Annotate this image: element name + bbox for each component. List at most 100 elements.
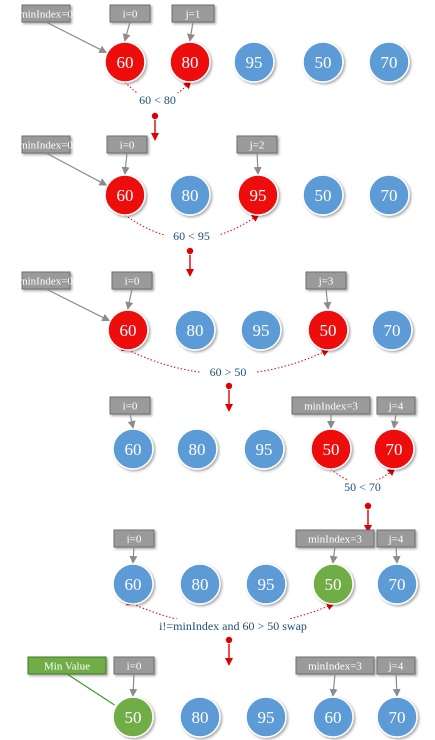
array-element: 60 xyxy=(312,696,354,738)
pointer-connector xyxy=(66,673,115,706)
element-value: 60 xyxy=(325,708,342,727)
element-circle-blue xyxy=(112,428,154,470)
pointer-label-text: i=0 xyxy=(127,661,142,673)
element-circle-red xyxy=(237,174,279,216)
element-circle-blue xyxy=(233,41,275,83)
next-step-arrow xyxy=(186,247,194,277)
pointer-connector xyxy=(390,413,399,429)
element-value: 80 xyxy=(192,708,209,727)
array-element: 50 xyxy=(302,41,344,83)
step-5: i=0 minIndex=3 j=4 i!=minIndex and 60 > 50 … xyxy=(112,529,418,666)
array-element: 80 xyxy=(176,428,218,470)
element-value: 60 xyxy=(117,186,134,205)
down-arrow-dot xyxy=(186,247,194,255)
pointer-connector xyxy=(329,673,338,697)
pointer-label-text: minIndex=0 xyxy=(19,276,73,288)
pointer-label: j=4 xyxy=(376,396,416,429)
pointer-connector xyxy=(122,21,131,42)
pointer-label-text: i=0 xyxy=(127,534,142,546)
element-circle-blue xyxy=(169,174,211,216)
array-element: 60 xyxy=(107,309,149,351)
pointer-label-text: j=4 xyxy=(388,534,404,546)
pointer-label: j=4 xyxy=(376,656,416,697)
element-circle-blue xyxy=(376,696,418,738)
next-step-arrow xyxy=(364,502,372,533)
array-element: 50 xyxy=(302,174,344,216)
pointer-connector xyxy=(45,21,108,53)
element-value: 95 xyxy=(258,708,275,727)
pointer-label-text: j=3 xyxy=(318,276,334,288)
array-element: 70 xyxy=(368,41,410,83)
element-circle-blue xyxy=(368,41,410,83)
element-circle-red xyxy=(373,428,415,470)
element-value: 50 xyxy=(320,321,337,340)
element-value: 60 xyxy=(120,321,137,340)
pointer-label: j=4 xyxy=(376,529,416,564)
element-circle-blue xyxy=(179,696,221,738)
comparison-text-bg xyxy=(200,365,256,380)
pointer-label-text: minIndex=3 xyxy=(308,534,362,546)
array-element: 80 xyxy=(179,563,221,605)
array-element: 50 xyxy=(310,428,352,470)
pointer-label: minIndex=0 xyxy=(19,135,108,186)
pointer-label-text: minIndex=0 xyxy=(19,9,73,21)
element-circle-blue xyxy=(302,41,344,83)
element-value: 95 xyxy=(258,575,275,594)
comparison-text: 60 > 50 xyxy=(210,365,247,379)
element-circle-red xyxy=(104,41,146,83)
array-element: 60 xyxy=(104,41,146,83)
comparison-text: 50 < 70 xyxy=(344,480,381,494)
array-element: 60 xyxy=(104,174,146,216)
element-circle-red xyxy=(104,174,146,216)
pointer-connector xyxy=(323,288,332,310)
comparison: i!=minIndex and 60 > 50 swap xyxy=(125,597,335,634)
pointer-label: j=2 xyxy=(236,135,278,175)
array-element: 95 xyxy=(245,696,287,738)
element-circle-red xyxy=(169,41,211,83)
pointer-label: i=0 xyxy=(113,529,155,564)
element-value: 70 xyxy=(389,708,406,727)
array-element: 95 xyxy=(237,174,279,216)
pointer-connector xyxy=(329,546,338,564)
element-circle-blue xyxy=(243,428,285,470)
element-value: 80 xyxy=(187,321,204,340)
element-circle-blue xyxy=(179,563,221,605)
comparison: 60 < 80 xyxy=(118,74,192,108)
pointer-label: minIndex=3 xyxy=(291,396,371,429)
down-arrow-dot xyxy=(364,502,372,510)
element-circle-blue xyxy=(368,174,410,216)
comparison-text: 60 < 95 xyxy=(173,229,210,243)
pointer-label: Min Value xyxy=(27,656,115,706)
element-value: 50 xyxy=(325,575,342,594)
pointer-label-text: j=4 xyxy=(388,661,404,673)
comparison-text: i!=minIndex and 60 > 50 swap xyxy=(159,619,307,633)
element-value: 80 xyxy=(192,575,209,594)
array-element: 60 xyxy=(112,563,154,605)
comparison: 60 > 50 xyxy=(120,343,330,380)
element-circle-blue xyxy=(174,309,216,351)
array-element: 70 xyxy=(373,428,415,470)
element-value: 70 xyxy=(386,440,403,459)
down-arrow-dot xyxy=(151,112,159,120)
comparison: 60 < 95 xyxy=(117,208,260,244)
element-value: 95 xyxy=(246,53,263,72)
pointer-label: i=0 xyxy=(106,135,148,175)
pointer-label: minIndex=3 xyxy=(295,529,375,564)
element-circle-blue xyxy=(376,563,418,605)
array-element: 95 xyxy=(245,563,287,605)
element-value: 70 xyxy=(381,53,398,72)
array-element: 80 xyxy=(179,696,221,738)
pointer-connector xyxy=(253,152,262,175)
element-value: 60 xyxy=(125,440,142,459)
element-value: 50 xyxy=(125,708,142,727)
element-value: 70 xyxy=(384,321,401,340)
comparison-text-bg xyxy=(164,229,219,244)
element-circle-red xyxy=(310,428,352,470)
comparison: 50 < 70 xyxy=(323,462,396,495)
element-circle-blue xyxy=(112,563,154,605)
pointer-label-text: i=0 xyxy=(125,276,140,288)
